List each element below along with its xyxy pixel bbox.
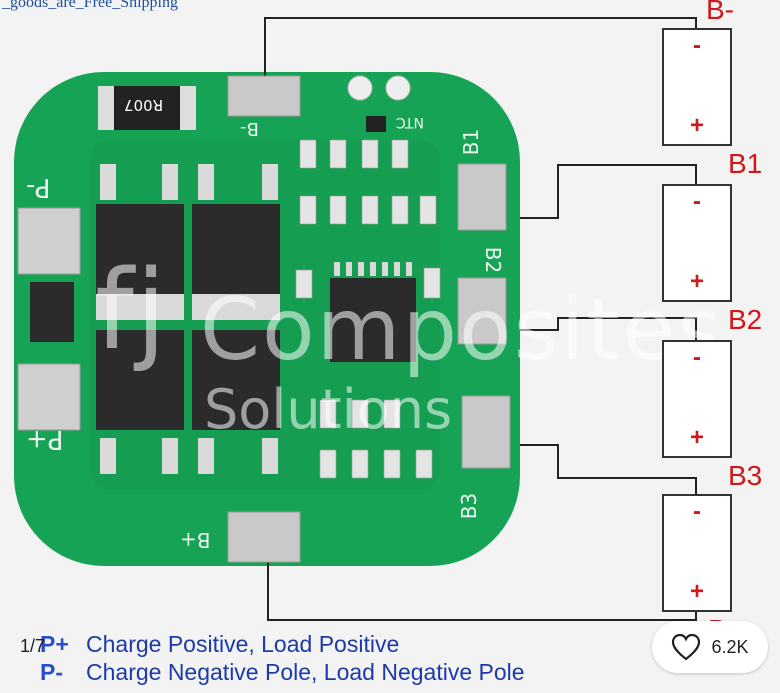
cell-minus: -	[693, 188, 701, 215]
cell-minus: -	[693, 344, 701, 371]
battery-cell-3: - +	[662, 340, 732, 458]
legend-p-plus-text: Charge Positive, Load Positive	[86, 631, 400, 657]
cell-minus: -	[693, 498, 701, 525]
silk-b3: B3	[457, 492, 482, 520]
legend-p-plus-key: P+	[40, 631, 69, 657]
top-caption: _goods_are_Free_Shipping	[2, 0, 178, 11]
like-count: 6.2K	[711, 636, 749, 657]
terminal-b1: B1	[728, 148, 763, 179]
silk-resistor: R007	[124, 96, 164, 114]
cell-plus: +	[689, 112, 704, 139]
battery-cell-4: - +	[662, 494, 732, 612]
battery-cell-2: - +	[662, 184, 732, 302]
legend-p-plus: P+ Charge Positive, Load Positive	[40, 631, 399, 658]
watermark-line2: Solutions	[204, 378, 453, 441]
silk-p-minus: P-	[26, 172, 51, 202]
battery-cell-1: - +	[662, 28, 732, 146]
watermark-line1: Composites	[200, 280, 724, 380]
legend-p-minus-key: P-	[40, 659, 63, 685]
silk-ntc: NTC	[396, 114, 424, 130]
terminal-b2: B2	[728, 304, 763, 335]
watermark-logo-text: fj	[95, 246, 168, 374]
cell-plus: +	[689, 578, 704, 605]
silk-b2: B2	[481, 246, 506, 274]
legend-p-minus: P- Charge Negative Pole, Load Negative Po…	[40, 659, 525, 686]
silk-b1: B1	[459, 128, 484, 156]
terminal-b3: B3	[728, 460, 763, 491]
cell-minus: -	[693, 32, 701, 59]
terminal-b-minus: B-	[706, 0, 734, 25]
silk-p-plus: P+	[26, 424, 64, 454]
heart-icon	[672, 633, 701, 661]
legend-p-minus-text: Charge Negative Pole, Load Negative Pole	[86, 659, 525, 685]
watermark-logo: fj	[95, 246, 169, 374]
cell-plus: +	[689, 268, 704, 295]
legend: P+ Charge Positive, Load Positive P- Charg…	[0, 623, 780, 693]
image-pager[interactable]: 1/7	[20, 636, 46, 656]
like-button[interactable]: 6.2K	[652, 621, 768, 673]
cell-plus: +	[689, 424, 704, 451]
silk-b-minus: B-	[240, 118, 259, 139]
silk-b-plus: B+	[180, 528, 211, 552]
